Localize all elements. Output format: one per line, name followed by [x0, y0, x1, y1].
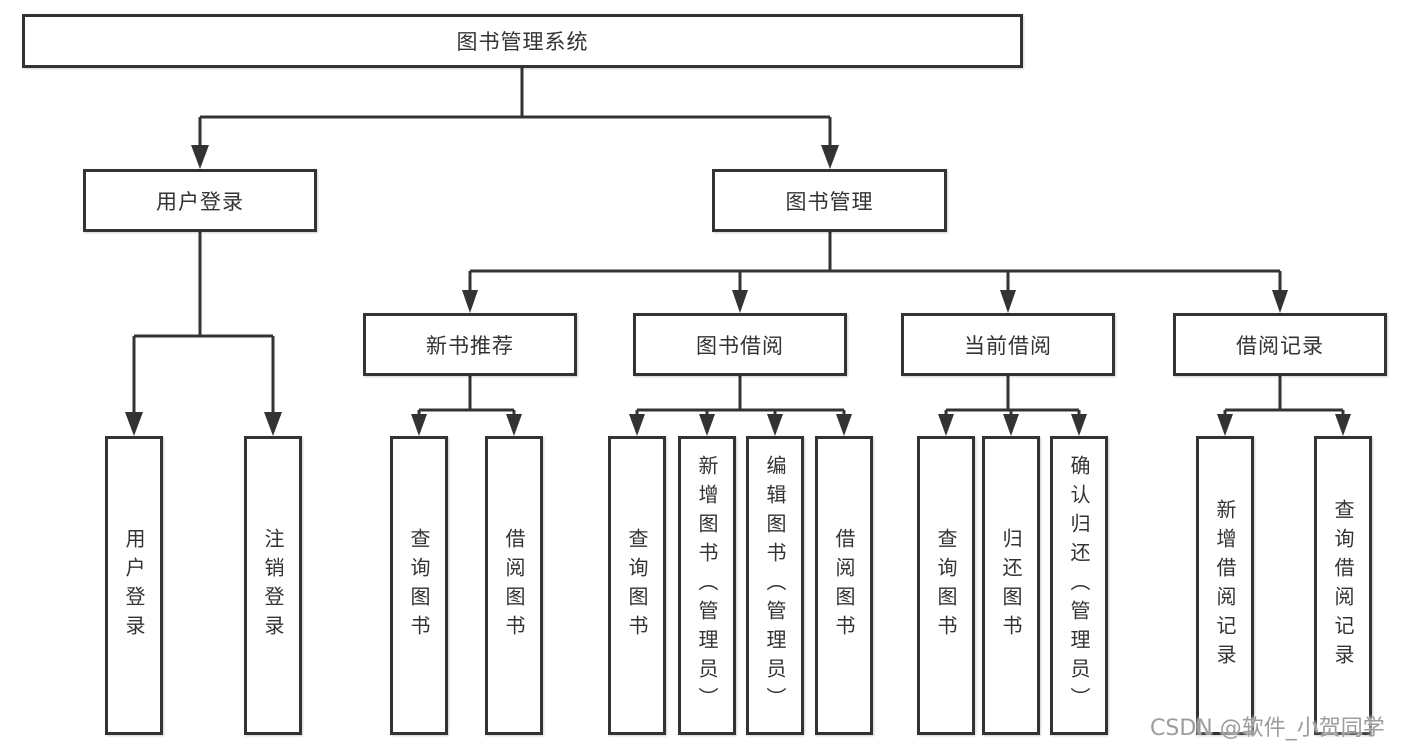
csdn-watermark: CSDN @软件_小贺同学	[1150, 716, 1385, 741]
node-current-borrow: 当前借阅	[901, 313, 1115, 376]
leaf-borrow-query-books: 查询图书	[608, 436, 666, 735]
node-user-login: 用户登录	[83, 169, 317, 232]
leaf-current-return-books: 归还图书	[982, 436, 1040, 735]
leaf-newbook-query-books: 查询图书	[390, 436, 448, 735]
node-borrow-records: 借阅记录	[1173, 313, 1387, 376]
node-root-system: 图书管理系统	[22, 14, 1023, 68]
node-new-book-recommend: 新书推荐	[363, 313, 577, 376]
leaf-logout: 注销登录	[244, 436, 302, 735]
leaf-borrow-edit-books-admin: 编辑图书（管理员）	[746, 436, 804, 735]
node-book-borrow: 图书借阅	[633, 313, 847, 376]
leaf-record-add-borrow-record: 新增借阅记录	[1196, 436, 1254, 735]
node-book-management: 图书管理	[712, 169, 947, 232]
leaf-borrow-add-books-admin: 新增图书（管理员）	[678, 436, 736, 735]
leaf-newbook-borrow-books: 借阅图书	[485, 436, 543, 735]
leaf-borrow-borrow-books: 借阅图书	[815, 436, 873, 735]
leaf-record-query-borrow-record: 查询借阅记录	[1314, 436, 1372, 735]
leaf-current-confirm-return-admin: 确认归还（管理员）	[1050, 436, 1108, 735]
leaf-current-query-books: 查询图书	[917, 436, 975, 735]
leaf-user-login: 用户登录	[105, 436, 163, 735]
